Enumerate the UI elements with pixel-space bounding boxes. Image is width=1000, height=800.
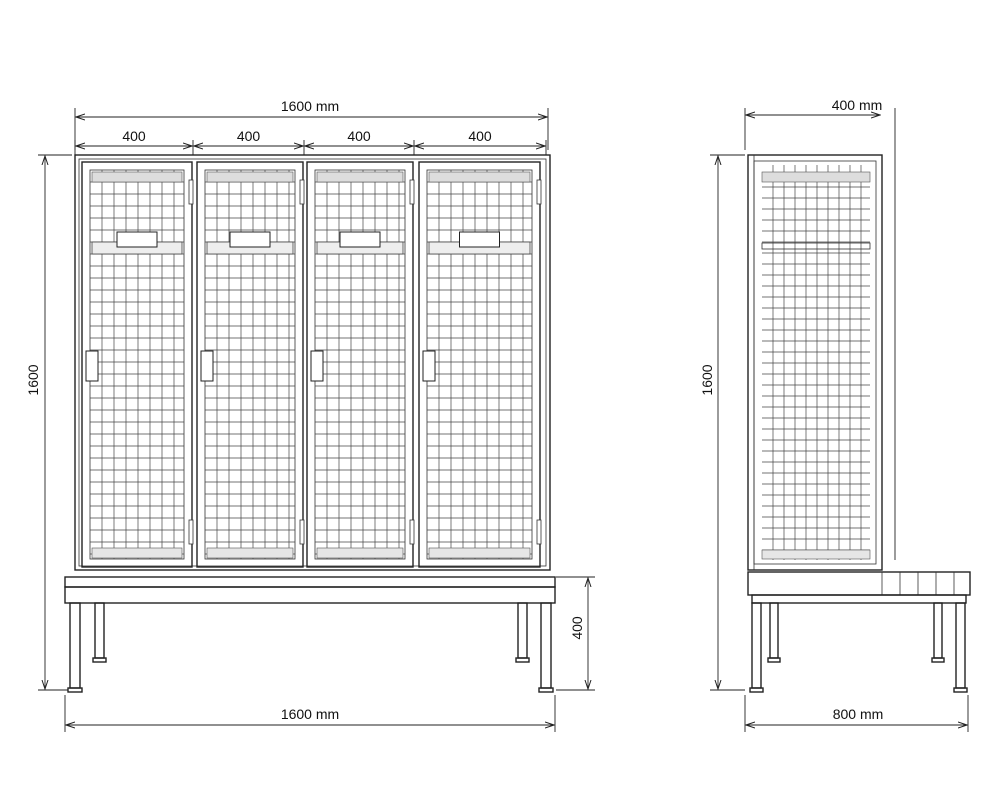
wire-mesh — [205, 170, 295, 559]
bench-seat-top — [64, 576, 556, 588]
top-shelf — [316, 171, 404, 183]
door-handle-icon[interactable] — [200, 350, 214, 382]
door-width-label: 400 — [347, 128, 371, 144]
dimension-height: 1600 — [25, 154, 72, 691]
hinge — [409, 519, 415, 545]
bench-foot — [515, 657, 530, 663]
name-plate — [339, 231, 381, 248]
overall-width-label: 1600 mm — [281, 98, 339, 114]
dimension-side-height: 1600 — [699, 154, 745, 691]
bench-leg — [517, 602, 528, 659]
dimension-bench-height: 400 — [556, 576, 595, 691]
bench — [64, 576, 556, 693]
top-shelf — [428, 171, 531, 183]
door-handle-icon[interactable] — [85, 350, 99, 382]
dimension-bench-width: 1600 mm — [64, 695, 556, 732]
side-view: 400 mm 1600 800 mm — [699, 97, 971, 732]
bench-leg — [540, 602, 552, 689]
door-width-label: 400 — [237, 128, 261, 144]
door-width-label: 400 — [468, 128, 492, 144]
hinge — [188, 179, 194, 205]
name-plate — [116, 231, 158, 248]
dimension-bench-depth: 800 mm — [744, 695, 969, 732]
bench-height-label: 400 — [569, 616, 585, 640]
bottom-shelf — [428, 547, 531, 559]
side-bench-rail — [751, 594, 967, 604]
bottom-shelf — [206, 547, 294, 559]
hinge — [409, 179, 415, 205]
locker-door-4[interactable] — [418, 161, 542, 568]
name-plate — [229, 231, 271, 248]
top-shelf — [91, 171, 183, 183]
bench-depth-label: 800 mm — [833, 706, 884, 722]
bench-leg — [933, 602, 943, 659]
hinge — [299, 519, 305, 545]
hinge — [536, 179, 542, 205]
dimension-door-widths: 400 400 400 400 — [74, 128, 547, 155]
hinge — [536, 519, 542, 545]
side-mesh-panel — [761, 165, 871, 560]
wire-mesh — [427, 170, 532, 559]
bench-width-label: 1600 mm — [281, 706, 339, 722]
bench-foot — [538, 687, 554, 693]
hinge — [299, 179, 305, 205]
side-bench — [747, 571, 971, 693]
height-label: 1600 — [25, 364, 41, 395]
side-shelf — [761, 242, 871, 250]
door-handle-icon[interactable] — [422, 350, 436, 382]
bench-leg — [769, 602, 779, 659]
door-width-label: 400 — [122, 128, 146, 144]
bench-seat-rail — [64, 586, 556, 604]
bench-leg — [69, 602, 81, 689]
bench-foot — [67, 687, 83, 693]
side-cabinet-inner — [753, 160, 877, 565]
name-plate — [459, 231, 500, 248]
cabinet-inner-frame — [78, 158, 547, 567]
top-shelf — [206, 171, 294, 183]
dimension-depth: 400 mm — [744, 97, 896, 560]
locker-door-2[interactable] — [196, 161, 305, 568]
side-height-label: 1600 — [699, 364, 715, 395]
wire-mesh — [315, 170, 405, 559]
wire-mesh — [762, 165, 870, 560]
bench-foot — [92, 657, 107, 663]
wire-mesh — [90, 170, 184, 559]
bottom-shelf — [316, 547, 404, 559]
locker-door-3[interactable] — [306, 161, 415, 568]
cabinet-frame — [74, 154, 551, 571]
door-handle-icon[interactable] — [310, 350, 324, 382]
locker-door-1[interactable] — [81, 161, 194, 568]
side-bench-seat — [747, 571, 971, 596]
side-cabinet-frame — [747, 154, 883, 571]
bench-leg — [751, 602, 762, 689]
hinge — [188, 519, 194, 545]
bench-leg — [955, 602, 966, 689]
bottom-shelf — [91, 547, 183, 559]
depth-label: 400 mm — [832, 97, 883, 113]
front-view: 1600 mm 400 400 400 400 1600 400 1600 mm — [25, 98, 595, 732]
bench-leg — [94, 602, 105, 659]
